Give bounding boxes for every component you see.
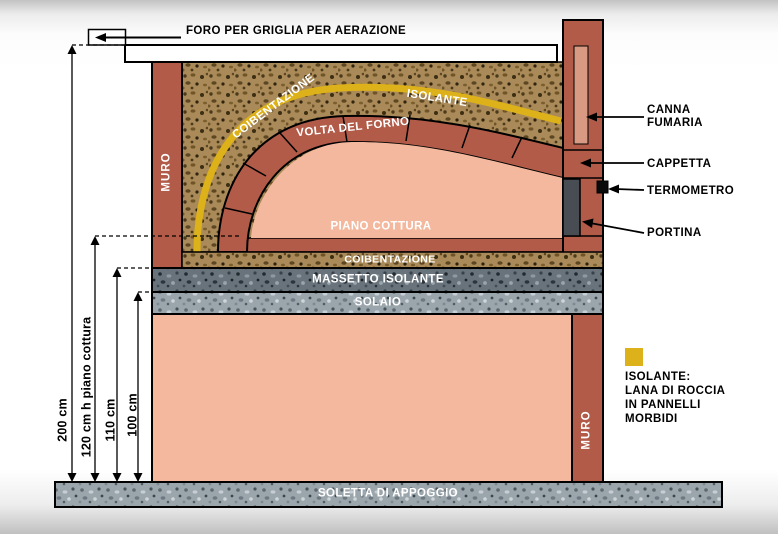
legend-swatch-isolante xyxy=(625,348,643,366)
left-wall xyxy=(151,61,183,269)
support-block xyxy=(151,313,573,483)
label-piano-cottura: PIANO COTTURA xyxy=(330,220,432,233)
massetto-band xyxy=(151,267,604,293)
callout-canna-fumaria: CANNA FUMARIA xyxy=(647,104,703,129)
airflow-arrow xyxy=(95,33,181,42)
legend-line-1: ISOLANTE: xyxy=(625,371,691,383)
counter-slab xyxy=(124,44,558,63)
legend-line-3: IN PANNELLI xyxy=(625,399,701,411)
callout-cappetta: CAPPETTA xyxy=(647,158,712,170)
isolante-band xyxy=(193,83,562,253)
oven-door xyxy=(562,178,581,237)
dimension-110cm: 110 cm xyxy=(103,398,118,442)
thermometer-knob xyxy=(596,180,609,194)
vault-joint-lines xyxy=(224,114,523,215)
label-coibentazione-base: COIBENTAZIONE xyxy=(344,253,436,266)
label-muro-right: MURO xyxy=(580,410,593,450)
callout-termometro: TERMOMETRO xyxy=(647,185,735,197)
legend-line-4: MORBIDI xyxy=(625,413,678,425)
dimension-100cm: 100 cm xyxy=(125,393,140,437)
dimension-lines xyxy=(67,44,240,482)
legend-line-2: LANA DI ROCCIA xyxy=(625,385,726,397)
label-foro-aerazione: FORO PER GRIGLIA PER AERAZIONE xyxy=(186,25,407,37)
callout-portina: PORTINA xyxy=(647,227,702,239)
dimension-120cm: 120 cm h piano cottura xyxy=(79,316,94,458)
label-muro-left: MURO xyxy=(160,152,173,192)
dimension-200cm: 200 cm xyxy=(55,398,70,442)
oven-chamber xyxy=(251,141,563,238)
label-solaio: SOLAIO xyxy=(354,296,402,309)
label-massetto-isolante: MASSETTO ISOLANTE xyxy=(312,273,444,286)
label-soletta-di-appoggio: SOLETTA DI APPOGGIO xyxy=(317,487,459,500)
callout-arrows xyxy=(580,112,645,234)
right-wall xyxy=(571,313,604,483)
flue-duct xyxy=(573,45,589,145)
cooking-floor-slab xyxy=(224,237,603,253)
legend-isolante-text: ISOLANTE: LANA DI ROCCIA IN PANNELLI MOR… xyxy=(625,370,725,426)
ground-slab xyxy=(54,481,723,508)
